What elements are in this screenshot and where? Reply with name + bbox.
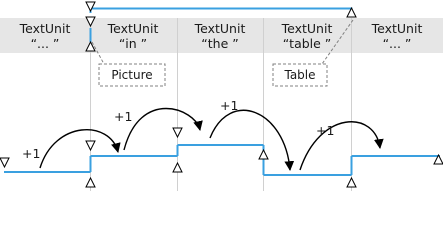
step-1-start-triangle — [0, 157, 10, 169]
text-unit-1-text: “... ” — [31, 36, 60, 51]
move-arrow-2 — [123, 107, 203, 151]
text-unit-2-title: TextUnit — [107, 21, 159, 36]
diagram-canvas: TextUnit “... ” TextUnit “in ” TextUnit … — [0, 1, 443, 191]
document-range-line — [89, 7, 353, 13]
text-unit-2-text: “in ” — [119, 36, 147, 51]
text-unit-1-title: TextUnit — [19, 21, 71, 36]
text-unit-3-text: “the ” — [201, 36, 238, 51]
step-label-4: +1 — [316, 123, 334, 138]
text-unit-4-text: “table ” — [283, 36, 332, 51]
step-label-3: +1 — [220, 98, 238, 113]
table-callout-leader — [321, 19, 354, 65]
text-unit-5-text: “... ” — [383, 36, 412, 51]
step-5-end-triangle — [433, 153, 443, 165]
picture-callout-label: Picture — [111, 68, 152, 82]
table-callout-box — [272, 63, 328, 87]
step-label-2: +1 — [114, 109, 132, 124]
text-unit-4-title: TextUnit — [281, 21, 333, 36]
move-arrow-1 — [39, 129, 121, 169]
move-arrows — [39, 107, 384, 171]
text-unit-labels: TextUnit “... ” TextUnit “in ” TextUnit … — [19, 21, 423, 51]
step-3-end-triangle — [258, 148, 269, 160]
step-label-1: +1 — [22, 146, 40, 161]
step-3-start-triangle — [172, 127, 183, 139]
step-4-end-triangle — [346, 176, 357, 188]
range-steps — [4, 144, 440, 176]
picture-callout-leader — [91, 41, 105, 65]
step-2-end-triangle — [172, 161, 183, 173]
text-unit-5-title: TextUnit — [371, 21, 423, 36]
range-start-triangle-lower — [85, 40, 96, 52]
table-callout-label: Table — [283, 68, 315, 82]
text-unit-3-title: TextUnit — [194, 21, 246, 36]
text-range-move-diagram: TextUnit “... ” TextUnit “in ” TextUnit … — [0, 1, 443, 191]
move-arrow-3 — [209, 109, 295, 171]
move-arrow-4 — [299, 121, 384, 171]
step-1-end-triangle — [85, 176, 96, 188]
step-markers — [0, 127, 443, 188]
text-unit-header-band — [0, 18, 443, 53]
range-start-triangle-top — [85, 1, 96, 13]
picture-callout-box — [98, 63, 166, 87]
range-end-triangle-top — [346, 6, 357, 18]
step-2-start-triangle — [85, 140, 96, 152]
range-start-triangle-upper — [85, 16, 96, 28]
step-risers — [89, 145, 353, 175]
